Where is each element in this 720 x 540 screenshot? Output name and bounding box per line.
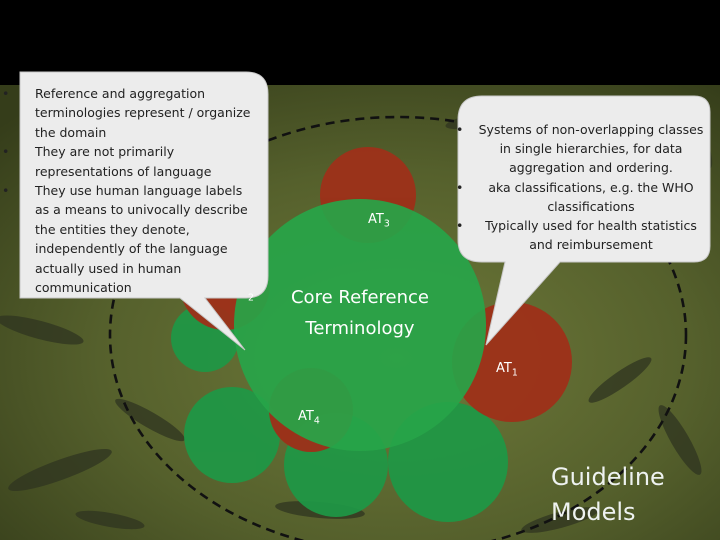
left-callout-item: Reference and aggregation terminologies … xyxy=(2,84,256,142)
at2-label: 2 xyxy=(248,286,254,304)
at3-prefix: AT xyxy=(368,212,384,227)
at1-prefix: AT xyxy=(496,361,512,376)
right-callout-item: Systems of non-overlapping classes in si… xyxy=(456,120,706,178)
at1-label: AT1 xyxy=(496,361,518,379)
core-circle xyxy=(234,199,486,451)
at4-index: 4 xyxy=(313,415,320,427)
left-callout-item: They are not primarily representations o… xyxy=(2,142,256,181)
at2-index: 2 xyxy=(248,292,254,304)
at1-index: 1 xyxy=(511,367,518,379)
guideline-boundary xyxy=(108,115,688,540)
at4-label: AT4 xyxy=(298,409,320,427)
guideline-models-label: Guideline Models xyxy=(551,463,665,526)
left-callout-item: They use human language labels as a mean… xyxy=(2,181,256,297)
at3-label: AT3 xyxy=(368,212,390,230)
at3-index: 3 xyxy=(383,218,390,230)
core-terminology-label: Core Reference Terminology xyxy=(290,287,430,339)
at4-prefix: AT xyxy=(298,409,314,424)
green-circle-lower-left xyxy=(184,387,280,483)
left-callout-list: Reference and aggregation terminologies … xyxy=(2,84,256,297)
right-callout-item: aka classifications, e.g. the WHO classi… xyxy=(456,178,706,216)
right-callout-item: Typically used for health statistics and… xyxy=(456,216,706,254)
right-callout-list: Systems of non-overlapping classes in si… xyxy=(456,120,706,254)
